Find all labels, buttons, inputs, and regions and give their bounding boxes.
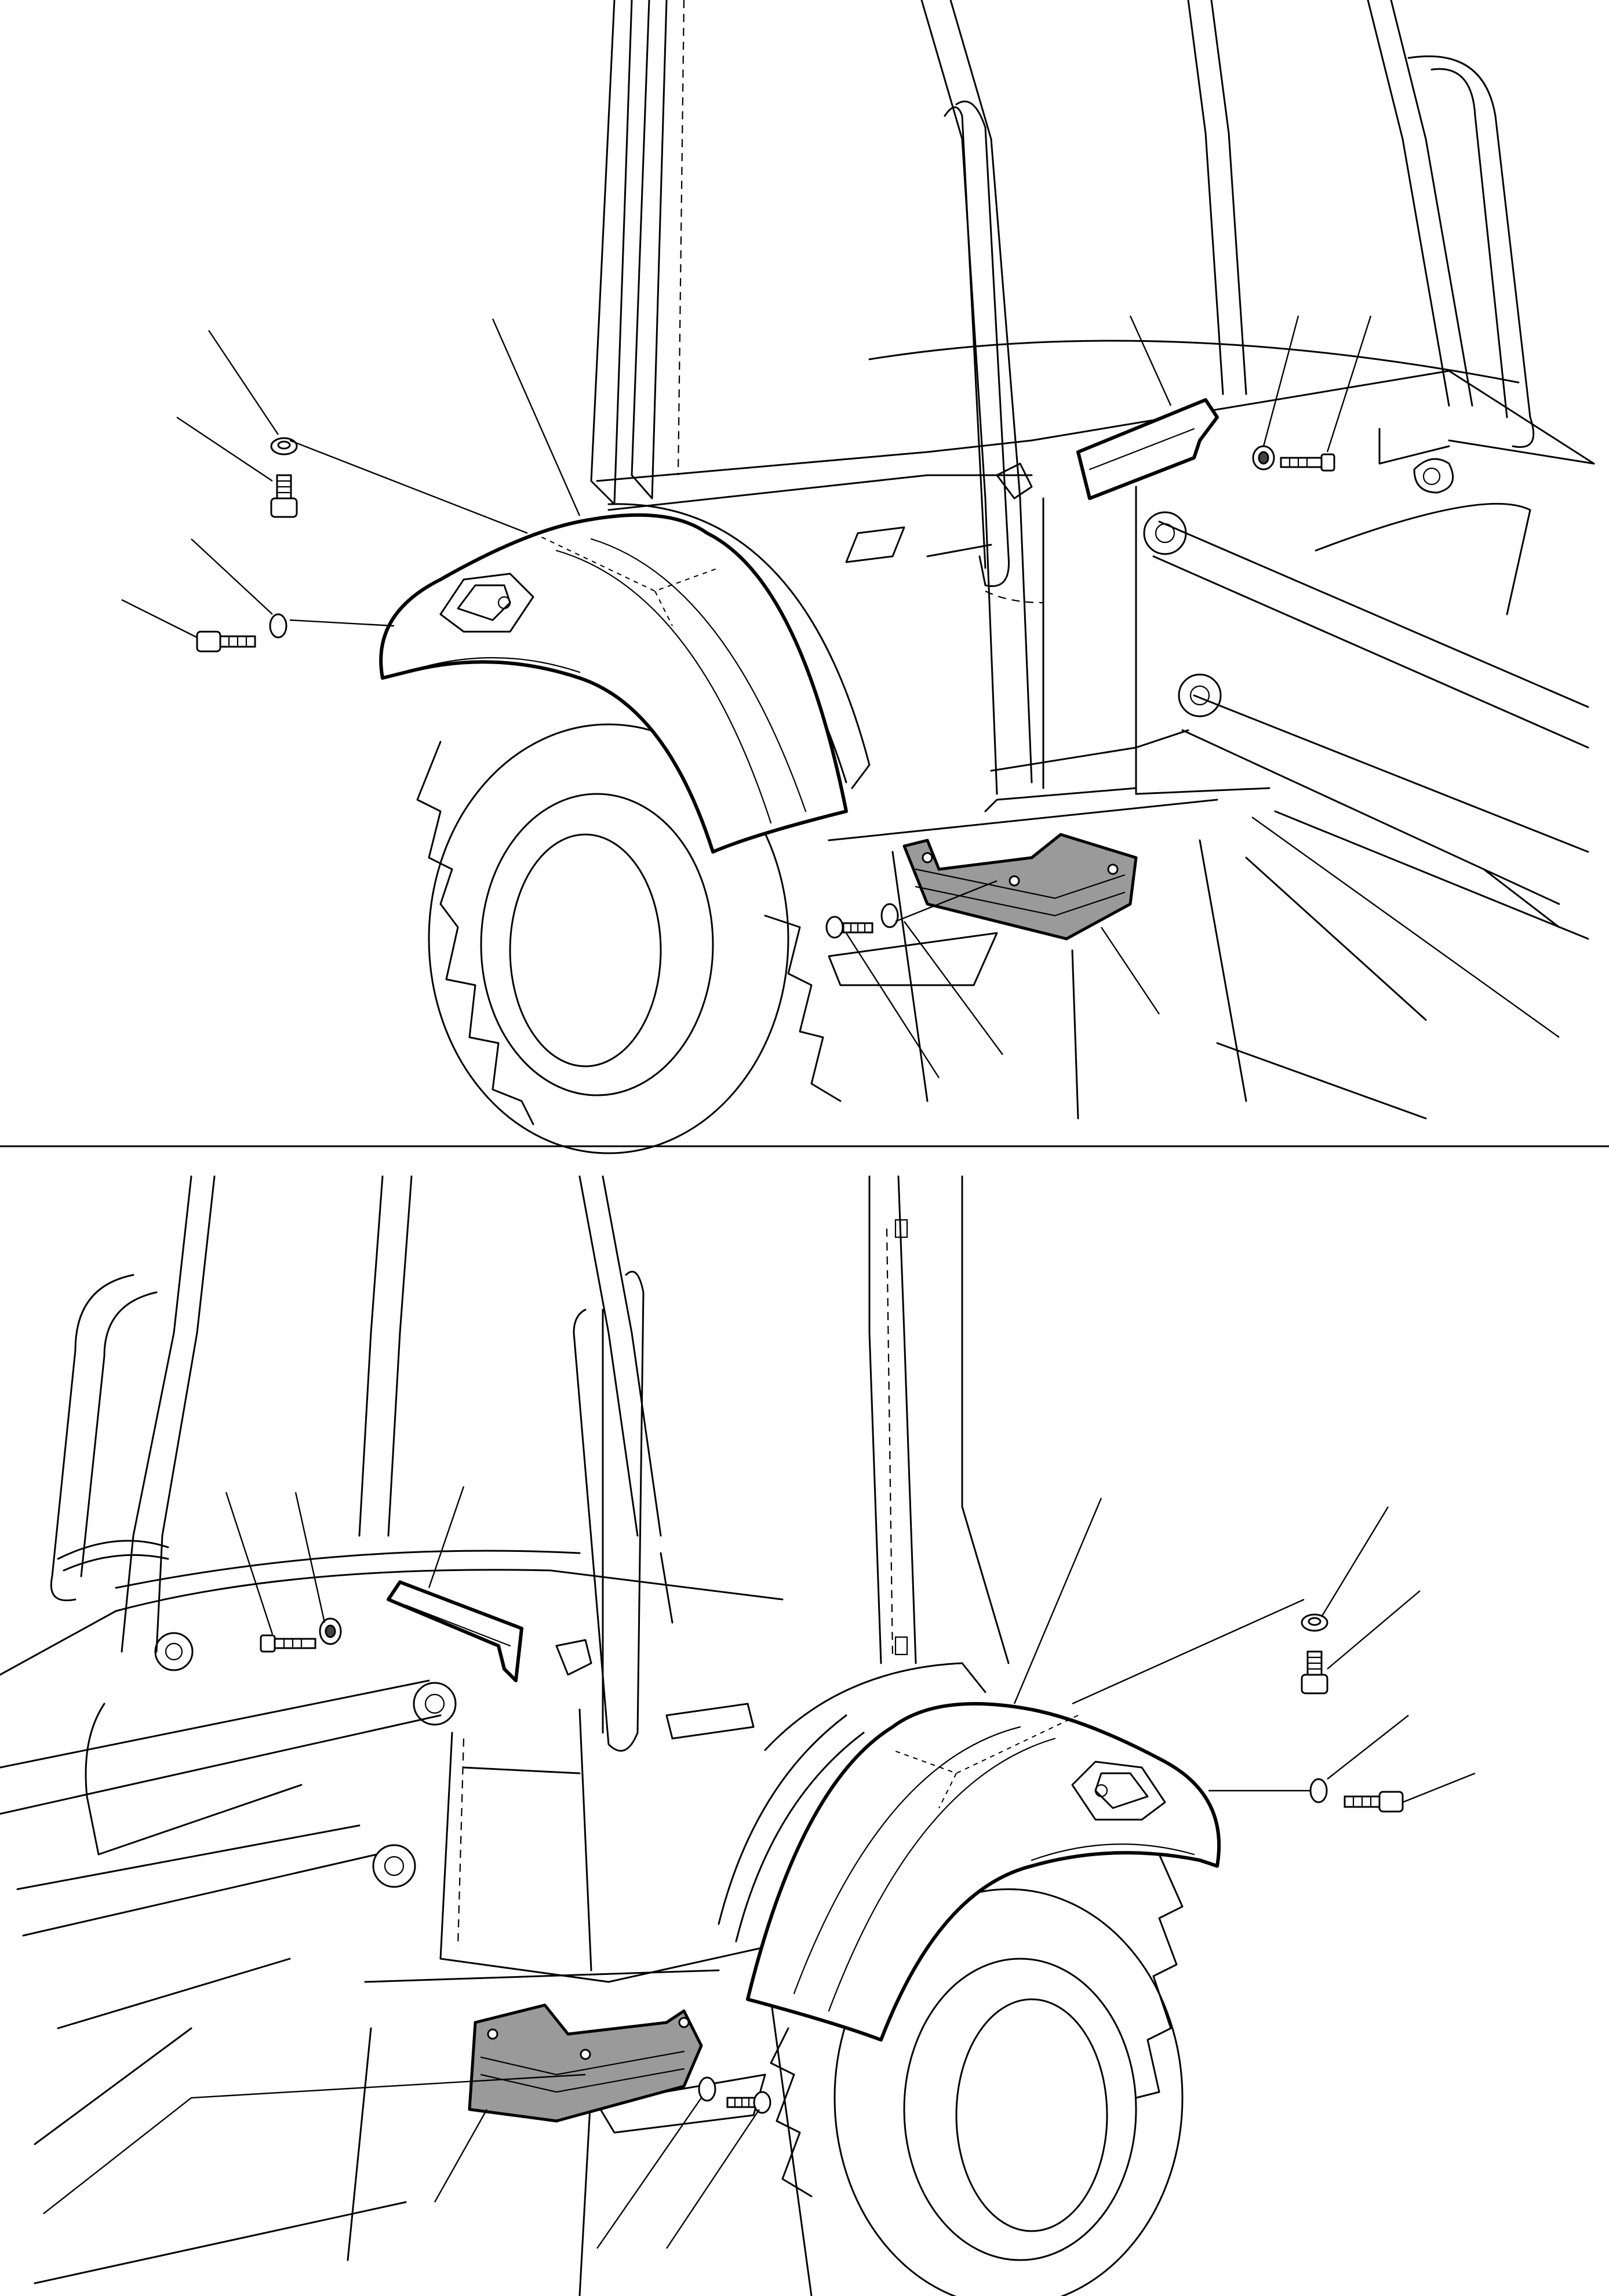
rear-tyre-top [416, 723, 842, 1154]
cab-frame-top [578, 0, 1595, 1120]
hardware-top [196, 437, 1335, 939]
step-bottom [468, 2003, 703, 2123]
leader-lines-bottom [43, 1486, 1476, 2249]
mounting-bracket-top [996, 398, 1219, 500]
mudguard-bottom [746, 1702, 1221, 2042]
mounting-bracket-bottom [387, 1580, 592, 1682]
hardware-bottom [260, 1613, 1404, 2114]
cab-frame-bottom [0, 1175, 1010, 2296]
top-panel [121, 0, 1595, 1154]
step-top [902, 833, 1138, 941]
rear-tyre-bottom [770, 1853, 1184, 2296]
bottom-panel [0, 1175, 1476, 2296]
mudguard-top [379, 513, 848, 854]
leader-lines-top [121, 315, 1560, 1078]
